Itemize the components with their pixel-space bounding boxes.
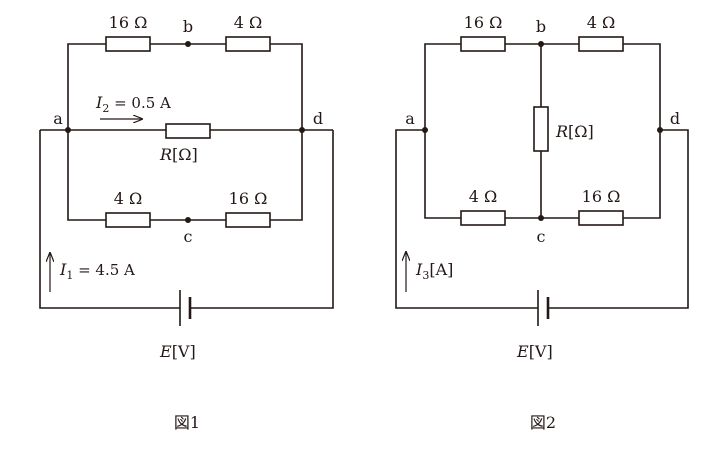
fig2-node-d-dot <box>657 127 663 133</box>
fig1-label-4ohm-bottom: 4 Ω <box>114 189 143 208</box>
fig2-label-4ohm-top: 4 Ω <box>587 13 616 32</box>
fig1-label-source-e: E[V] <box>159 342 196 361</box>
fig2-resistor-16ohm-top <box>460 36 506 52</box>
fig2-label-source-e: E[V] <box>516 342 553 361</box>
fig1-resistor-4ohm-top <box>225 36 271 52</box>
fig2-label-r-bridge: R[Ω] <box>555 122 594 141</box>
fig1-label-node-a: a <box>53 109 63 128</box>
fig1-label-node-b: b <box>183 17 193 36</box>
fig1-resistor-4ohm-bottom <box>105 212 151 228</box>
fig2-caption: 図2 <box>530 413 556 432</box>
fig2-label-node-b: b <box>536 17 546 36</box>
fig2-node-c-dot <box>538 215 544 221</box>
fig1-resistor-16ohm-bottom <box>225 212 271 228</box>
fig1-label-current-i2: I2 = 0.5 A <box>95 93 171 115</box>
fig1-node-c-dot <box>185 217 191 223</box>
fig2-resistor-4ohm-bottom <box>460 210 506 226</box>
fig2-source-loop-wire <box>395 129 689 309</box>
fig2-label-node-d: d <box>670 109 680 128</box>
fig1-source-loop-wire <box>39 130 334 309</box>
fig1-label-current-i1: I1 = 4.5 A <box>59 260 135 282</box>
fig1-label-16ohm-top: 16 Ω <box>109 13 148 32</box>
fig2-node-b-dot <box>538 41 544 47</box>
fig1-label-4ohm-top: 4 Ω <box>234 13 263 32</box>
fig1-node-b-dot <box>185 41 191 47</box>
fig1-top-branch-wire <box>67 43 303 130</box>
fig1-resistor-r-middle <box>165 123 211 139</box>
fig1-resistor-16ohm-top <box>105 36 151 52</box>
fig2-resistor-r-bridge <box>533 106 549 152</box>
fig1-node-a-dot <box>65 127 71 133</box>
fig1-caption: 図1 <box>174 413 200 432</box>
fig2-label-4ohm-bottom: 4 Ω <box>469 187 498 206</box>
fig2-label-node-c: c <box>537 227 546 246</box>
fig1-label-16ohm-bottom: 16 Ω <box>229 189 268 208</box>
fig1-node-d-dot <box>299 127 305 133</box>
fig2-node-a-dot <box>422 127 428 133</box>
fig1-label-node-d: d <box>313 109 323 128</box>
fig2-resistor-16ohm-bottom <box>578 210 624 226</box>
fig2-resistor-4ohm-top <box>578 36 624 52</box>
figure-1: 16 Ω b 4 Ω a d I2 = 0.5 A R[Ω] 4 Ω 16 Ω … <box>39 13 334 432</box>
fig2-label-node-a: a <box>405 109 415 128</box>
fig2-label-current-i3: I3[A] <box>415 260 453 282</box>
fig1-label-r-middle: R[Ω] <box>159 145 198 164</box>
figure-2: 16 Ω b 4 Ω a d R[Ω] 4 Ω 16 Ω c I3[A] E[V… <box>395 13 689 432</box>
fig2-label-16ohm-bottom: 16 Ω <box>582 187 621 206</box>
fig1-label-node-c: c <box>184 227 193 246</box>
fig2-label-16ohm-top: 16 Ω <box>464 13 503 32</box>
